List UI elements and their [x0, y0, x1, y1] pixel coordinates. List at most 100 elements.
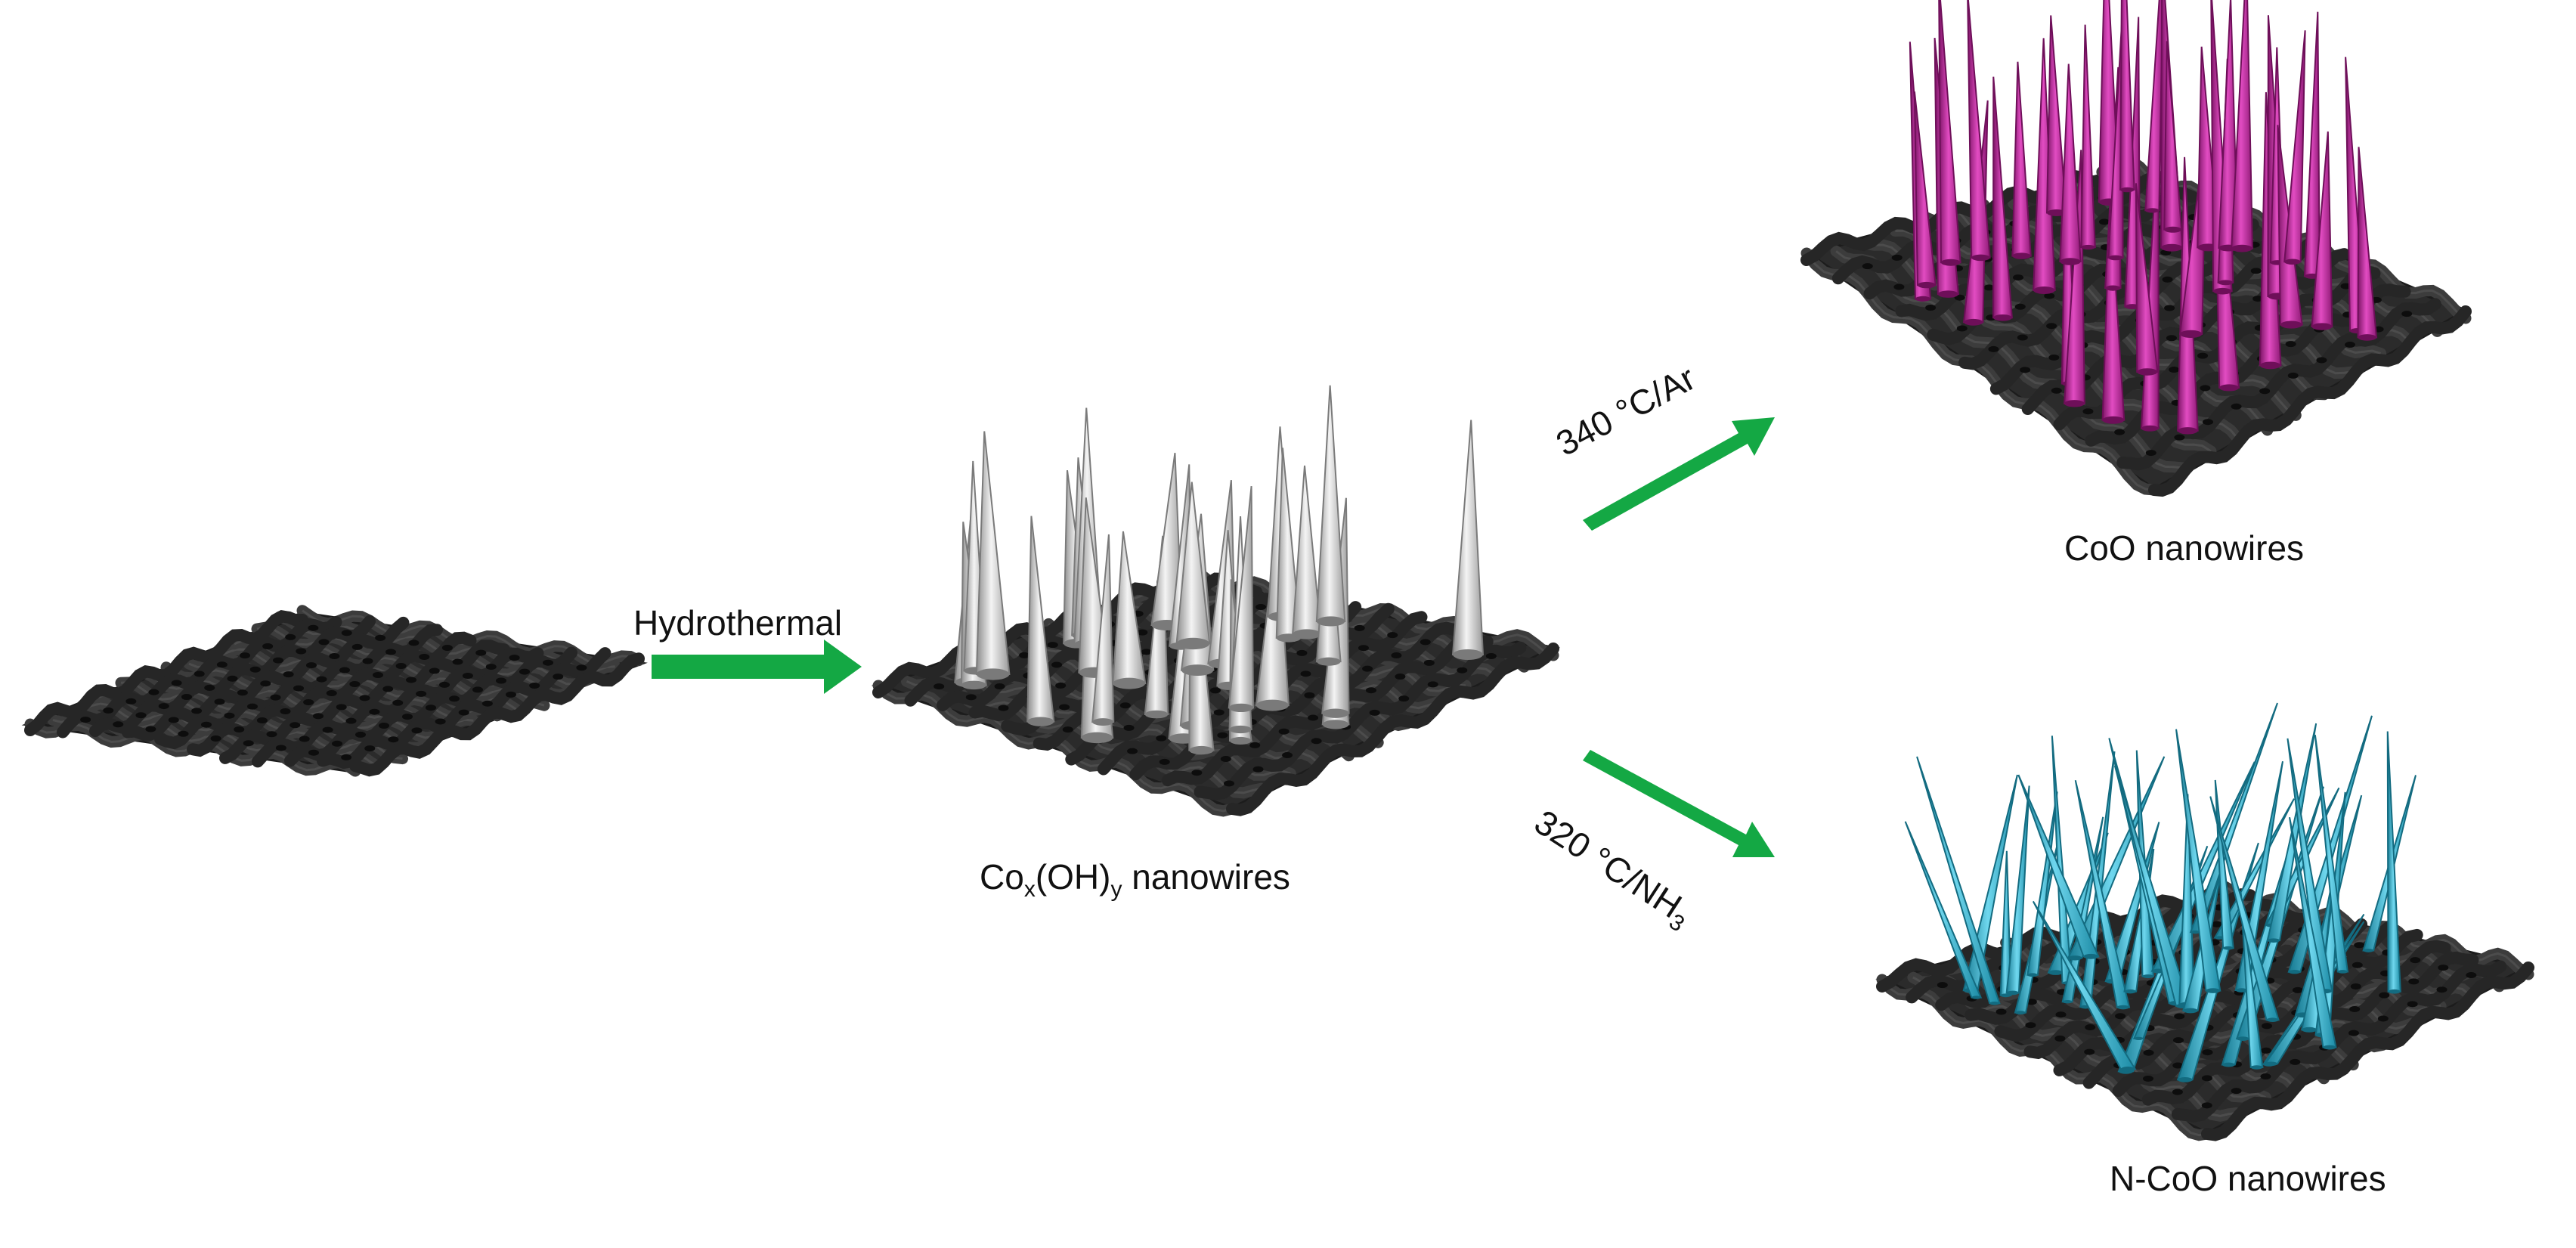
cloth-knot: [2017, 334, 2028, 341]
nanowire-base: [1229, 736, 1252, 745]
cloth-knot: [1395, 674, 1406, 680]
cloth-knot: [201, 721, 212, 728]
nanowire: [2283, 30, 2306, 263]
nanowire-base: [1453, 649, 1483, 660]
cloth-knot: [1055, 682, 1067, 689]
cloth-knot: [458, 709, 469, 716]
cloth-knot: [2201, 1102, 2212, 1109]
nanowire-base: [1113, 677, 1146, 689]
nanowire-base: [2219, 384, 2240, 392]
nanowire: [2303, 11, 2321, 277]
cloth-knot: [1300, 670, 1311, 677]
nanowire-base: [2223, 946, 2234, 950]
cloth-knot: [481, 700, 493, 707]
cloth-knot: [1391, 652, 1402, 659]
cloth-knot: [1019, 652, 1030, 658]
cloth-knot: [1217, 732, 1228, 739]
nanowire: [1451, 420, 1485, 656]
nanowire-base: [2235, 988, 2248, 993]
cloth-knot: [2143, 1049, 2154, 1056]
n-coo-nanowires: [1904, 702, 2417, 1082]
cloth-knot: [2098, 218, 2110, 225]
cloth-knot: [326, 690, 337, 696]
cloth-knot: [1213, 709, 1225, 716]
cloth-fiber: [252, 647, 544, 768]
nanowire-base: [2027, 973, 2038, 977]
cloth-knot: [1255, 604, 1267, 611]
cloth-knot: [2082, 408, 2094, 415]
cloth-knot: [2145, 450, 2156, 457]
cloth-knot: [395, 663, 407, 669]
nanowire-base: [976, 668, 1010, 680]
nanowire-base: [2221, 1062, 2235, 1067]
cloth-knot: [1051, 661, 1063, 668]
cloth-knot: [506, 691, 516, 698]
cox-ohy-nanowires-label: Cox(OH)y nanowires: [980, 856, 1290, 903]
cloth-knot: [158, 703, 169, 710]
nanowire-base: [1971, 254, 1990, 262]
cloth-knot: [2174, 1013, 2185, 1020]
cloth-knot: [318, 639, 330, 646]
cloth-knot: [2051, 387, 2062, 394]
cloth-knot: [2352, 962, 2363, 968]
cloth-knot: [419, 654, 430, 660]
nanowire-base: [2161, 243, 2183, 252]
cloth-knot: [1485, 652, 1497, 659]
cloth-knot: [2084, 1048, 2095, 1055]
cloth-knot: [2438, 965, 2449, 971]
nanowire-base: [2083, 953, 2099, 959]
cloth-knot: [553, 674, 564, 680]
cloth-knot: [296, 648, 307, 655]
cloth-knot: [965, 694, 977, 701]
nanowire-base: [2180, 330, 2203, 338]
cloth-knot: [426, 705, 436, 711]
nanowire-base: [2164, 226, 2182, 233]
cloth-knot: [329, 653, 340, 659]
cloth-knot: [113, 721, 124, 728]
nanowire: [1938, 0, 1961, 264]
cloth-knot: [2055, 1011, 2067, 1018]
cloth-knot: [2259, 388, 2271, 395]
cloth-knot: [1893, 283, 1905, 290]
cloth-knot: [349, 681, 361, 687]
cloth-knot: [1365, 687, 1376, 694]
cloth-knot: [262, 643, 274, 649]
nanowire-base: [2266, 1017, 2279, 1022]
cloth-knot: [243, 740, 254, 747]
nanowire-base: [2206, 988, 2221, 993]
cloth-knot: [1427, 681, 1438, 688]
cloth-knot: [362, 658, 373, 664]
cloth-knot: [2436, 986, 2448, 993]
cloth-fiber: [154, 624, 443, 750]
cloth-knot: [308, 624, 319, 631]
cloth-knot: [2316, 357, 2327, 364]
nanowire-base: [2120, 187, 2135, 193]
cloth-knot: [441, 645, 453, 651]
nanowire-base: [2142, 974, 2153, 979]
coo-nanowires: [1909, 0, 2378, 435]
nanowire-base: [961, 680, 986, 690]
cloth-knot: [1209, 687, 1221, 694]
cloth-knot: [2013, 274, 2024, 281]
cloth-knot: [280, 708, 291, 714]
cloth-knot: [375, 634, 386, 641]
nanowire-base: [1317, 657, 1341, 666]
cloth-knot: [2026, 999, 2037, 1005]
cloth-knot: [341, 754, 352, 760]
cloth-knot: [2349, 1005, 2361, 1012]
cloth-knot: [2350, 983, 2361, 989]
cloth-knot: [2025, 1022, 2036, 1029]
nanowire-base: [2062, 999, 2073, 1004]
nanowire-base: [2064, 400, 2085, 407]
cloth-knot: [285, 633, 296, 640]
cloth-knot: [148, 689, 159, 695]
cloth-knot: [2162, 276, 2173, 283]
cloth-knot: [388, 736, 399, 743]
cloth-knot: [408, 639, 420, 646]
cloth-knot: [210, 735, 221, 742]
cloth-knot: [341, 630, 352, 636]
nanowire-base: [1940, 259, 1961, 266]
cloth-knot: [998, 705, 1009, 711]
nanowire-base: [2000, 993, 2011, 998]
cloth-knot: [1988, 345, 1999, 352]
